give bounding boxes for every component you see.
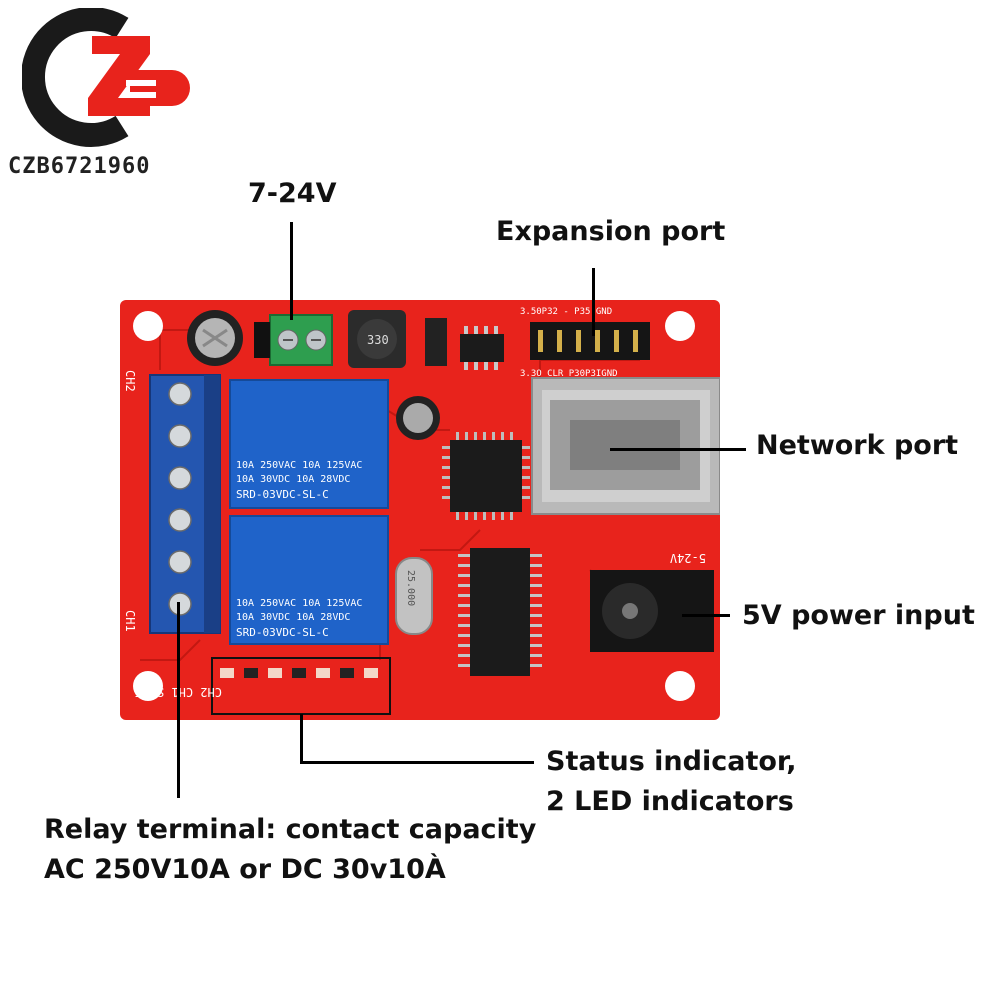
header-top-silk: 3.50P32 - P35 GND <box>520 307 612 317</box>
power-range-silk: 5-24V <box>670 551 706 565</box>
label-network-port: Network port <box>756 430 959 461</box>
brand-logo-text: CZB6721960 <box>8 154 151 179</box>
rj45-network-port <box>531 377 720 515</box>
relay-screw-terminals: CH2 CH1 <box>123 370 221 634</box>
label-expansion-port: Expansion port <box>496 216 726 247</box>
header-bottom-silk: 3.3O CLR P30P3IGND <box>520 369 618 379</box>
leader-status-horizontal <box>300 761 534 764</box>
crystal-label: 25.000 <box>405 570 416 606</box>
leader-power-input <box>682 614 730 617</box>
leader-input-voltage <box>290 222 293 320</box>
label-status-indicator-line2: 2 LED indicators <box>546 786 794 817</box>
label-power-input: 5V power input <box>742 600 975 631</box>
relay-bottom: 10A 250VAC 10A 125VAC 10A 30VDC 10A 28VD… <box>229 515 389 645</box>
relay-bottom-model: SRD-03VDC-SL-C <box>236 626 329 639</box>
small-capacitor <box>396 396 440 440</box>
label-relay-terminal-line1: Relay terminal: contact capacity <box>44 814 537 845</box>
brand-logo: CZB6721960 <box>8 7 202 188</box>
relay-top-rating2: 10A 30VDC 10A 28VDC <box>236 474 350 485</box>
leader-network-port <box>610 448 746 451</box>
relay-bottom-rating2: 10A 30VDC 10A 28VDC <box>236 612 350 623</box>
ch1-silk: CH1 <box>123 610 137 632</box>
electrolytic-capacitor <box>187 310 243 366</box>
relay-top: 10A 250VAC 10A 125VAC 10A 30VDC 10A 28VD… <box>229 379 389 509</box>
relay-top-model: SRD-03VDC-SL-C <box>236 488 329 501</box>
microcontroller <box>442 432 530 520</box>
expansion-header: 3.50P32 - P35 GND 3.3O CLR P30P3IGND <box>520 307 650 379</box>
brand-logo-mark <box>20 7 190 147</box>
leader-status-vertical <box>300 714 303 764</box>
relay-board: 330 3.50P32 - P35 GND 3.3O CLR P30P3IGND <box>120 300 720 720</box>
relay-top-rating1: 10A 250VAC 10A 125VAC <box>236 460 362 471</box>
ethernet-controller <box>458 548 542 676</box>
label-relay-terminal-line2: AC 250V10A or DC 30v10À <box>44 854 446 885</box>
crystal-oscillator: 25.000 <box>395 557 433 635</box>
label-input-voltage: 7-24V <box>248 178 337 209</box>
leader-relay-terminal <box>177 602 180 798</box>
ch2-silk: CH2 <box>123 370 137 392</box>
inductor: 330 <box>348 310 406 368</box>
inductor-label: 330 <box>367 333 389 347</box>
mounting-holes <box>133 311 695 701</box>
label-status-indicator-line1: Status indicator, <box>546 746 797 777</box>
soic-chip <box>460 326 504 370</box>
dc-barrel-jack: 5-24V <box>590 551 714 652</box>
leader-expansion-port <box>592 268 595 336</box>
voltage-regulator <box>425 318 447 366</box>
relay-bottom-rating1: 10A 250VAC 10A 125VAC <box>236 598 362 609</box>
power-terminal-block <box>254 314 333 366</box>
